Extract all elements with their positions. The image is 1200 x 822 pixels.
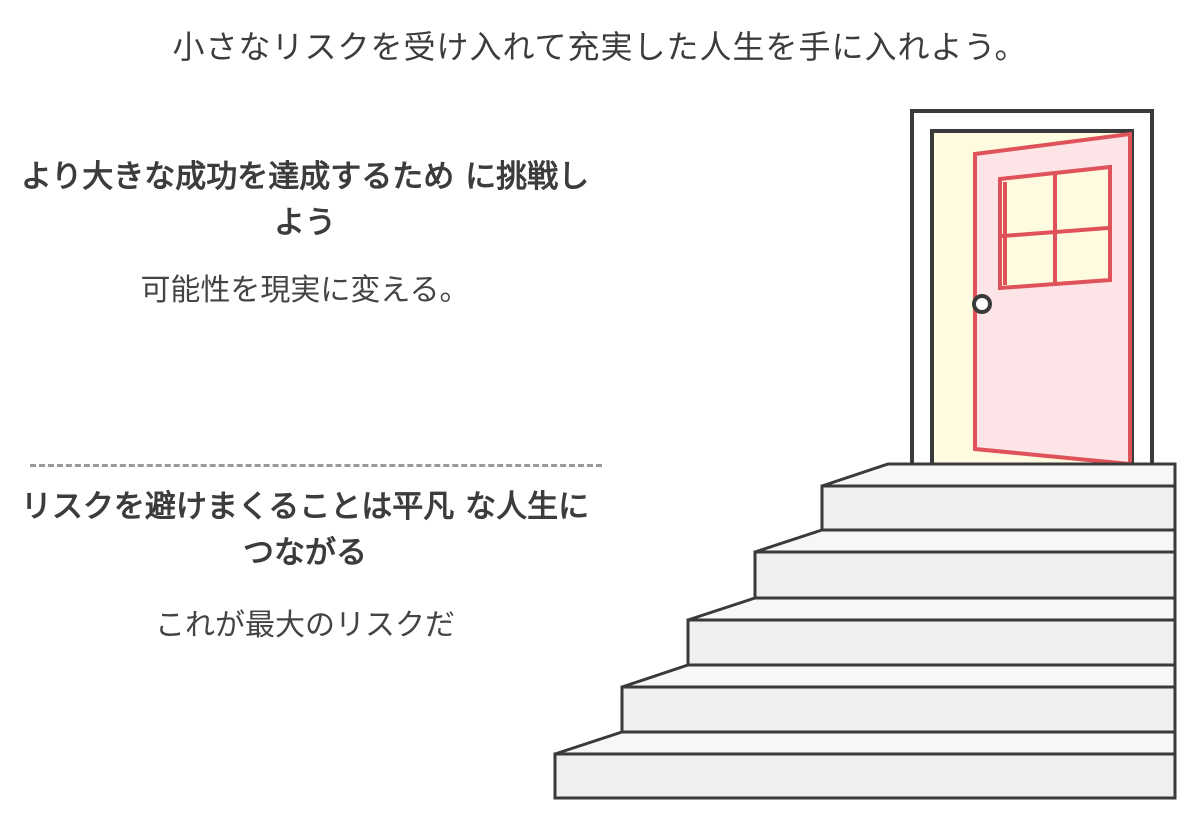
- success-subtext: 可能性を現実に変える。: [140, 273, 470, 308]
- door-icon: [910, 109, 1154, 473]
- risk-subtext: これが最大のリスクだ: [155, 608, 455, 643]
- doorknob-icon: [972, 294, 992, 314]
- success-headline: より大きな成功を達成するため に挑戦しよう: [20, 159, 590, 241]
- page-title: 小さなリスクを受け入れて充実した人生を手に入れよう。: [172, 28, 1028, 66]
- staircase-icon: [553, 462, 1177, 800]
- risk-headline: リスクを避けまくることは平凡 な人生につながる: [20, 489, 590, 571]
- window-icon: [998, 164, 1112, 291]
- section-divider: [30, 464, 602, 467]
